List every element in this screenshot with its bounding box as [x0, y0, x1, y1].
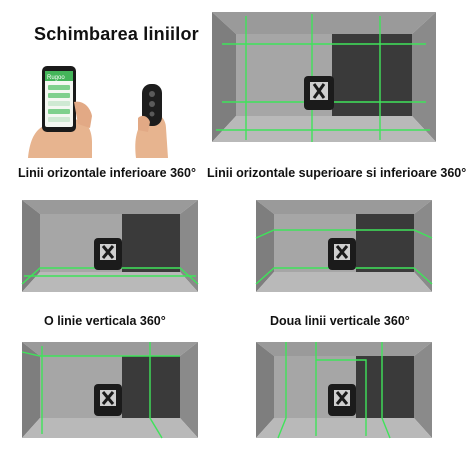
phone-app-label: Rugoo [47, 75, 65, 81]
room-one-vertical [21, 342, 198, 439]
room-two-vertical [256, 342, 432, 439]
caption-one-vertical: O linie verticala 360° [44, 314, 166, 328]
room-lower-horizontal [21, 200, 199, 292]
room-upper-lower-horizontal [255, 200, 433, 292]
finger-icon [74, 101, 92, 128]
room-all-lines [212, 12, 436, 142]
phone-remote-illustration: Rugoo [28, 66, 168, 158]
caption-upper-lower-horizontal: Linii orizontale superioare si inferioar… [207, 166, 466, 180]
page-title: Schimbarea liniilor [34, 24, 199, 44]
caption-lower-horizontal: Linii orizontale inferioare 360° [18, 166, 196, 180]
caption-two-vertical: Doua linii verticale 360° [270, 314, 410, 328]
